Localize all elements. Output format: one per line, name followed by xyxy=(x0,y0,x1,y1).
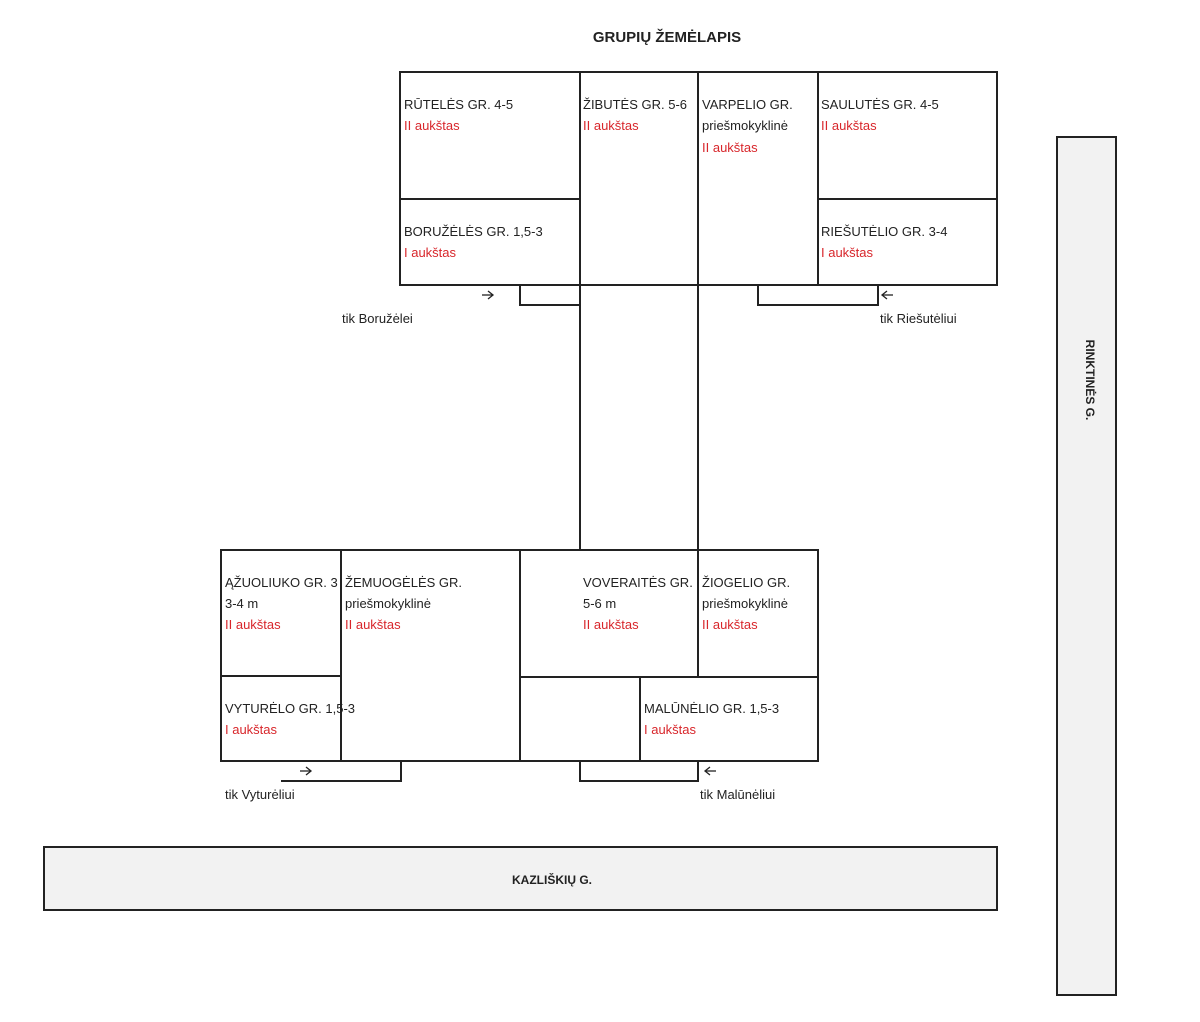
room-saulute: SAULUTĖS GR. 4-5 II aukštas xyxy=(821,97,939,133)
group-floor: II aukštas xyxy=(345,617,401,632)
entrance-label: tik Boružėlei xyxy=(342,311,413,326)
group-age: 3-4 m xyxy=(225,596,258,611)
group-name: VOVERAITĖS GR. xyxy=(583,575,693,590)
group-name: SAULUTĖS GR. 4-5 xyxy=(821,97,939,112)
group-name: BORUŽĖLĖS GR. 1,5-3 xyxy=(404,224,543,239)
group-floor: I aukštas xyxy=(644,722,697,737)
room-vyturelis: VYTURĖLO GR. 1,5-3 I aukštas xyxy=(225,701,355,737)
street-label: RINKTINĖS G. xyxy=(1083,340,1098,421)
room-varpelis: VARPELIO GR. priešmokyklinė II aukštas xyxy=(702,97,793,155)
room-riesutelis: RIEŠUTĖLIO GR. 3-4 I aukštas xyxy=(821,224,947,260)
group-age: priešmokyklinė xyxy=(702,596,788,611)
group-name: VYTURĖLO GR. 1,5-3 xyxy=(225,701,355,716)
entrance-step xyxy=(519,285,580,306)
group-age: 5-6 m xyxy=(583,596,616,611)
arrow-left-icon-head xyxy=(703,766,711,776)
room-malunelis: MALŪNĖLIO GR. 1,5-3 I aukštas xyxy=(644,701,779,737)
group-floor: II aukštas xyxy=(702,617,758,632)
entrance-label: tik Malūnėliui xyxy=(700,787,775,802)
group-name: VARPELIO GR. xyxy=(702,97,793,112)
room-voveraite: VOVERAITĖS GR. 5-6 m II aukštas xyxy=(583,575,693,632)
entrance-vyturelis: tik Vyturėliui xyxy=(225,761,402,802)
arrow-right-icon-head xyxy=(487,290,495,300)
map-title: GRUPIŲ ŽEMĖLAPIS xyxy=(593,28,741,46)
street-kazliskiu: KAZLIŠKIŲ G. xyxy=(43,846,998,911)
group-floor: I aukštas xyxy=(225,722,278,737)
group-floor: II aukštas xyxy=(583,118,639,133)
group-name: ŽEMUOGĖLĖS GR. xyxy=(345,575,462,590)
street-band xyxy=(43,846,998,911)
corridor xyxy=(579,285,699,550)
entrance-label: tik Vyturėliui xyxy=(225,787,295,802)
arrow-right-icon-head xyxy=(305,766,313,776)
group-floor: II aukštas xyxy=(225,617,281,632)
room-boruzele: BORUŽĖLĖS GR. 1,5-3 I aukštas xyxy=(404,224,543,260)
entrance-malunelis: tik Malūnėliui xyxy=(579,761,775,802)
group-name: ŽIBUTĖS GR. 5-6 xyxy=(583,97,687,112)
group-name: ŽIOGELIO GR. xyxy=(702,575,790,590)
room-zibute: ŽIBUTĖS GR. 5-6 II aukštas xyxy=(583,97,687,133)
entrance-step xyxy=(757,285,879,306)
entrance-step xyxy=(579,761,699,782)
group-name: RIEŠUTĖLIO GR. 3-4 xyxy=(821,224,947,239)
street-label: KAZLIŠKIŲ G. xyxy=(512,872,592,887)
group-floor: II aukštas xyxy=(583,617,639,632)
group-name: RŪTELĖS GR. 4-5 xyxy=(404,97,513,112)
group-floor: I aukštas xyxy=(821,245,874,260)
room-ziogelis: ŽIOGELIO GR. priešmokyklinė II aukštas xyxy=(702,575,790,632)
group-name: MALŪNĖLIO GR. 1,5-3 xyxy=(644,701,779,716)
lower-building xyxy=(220,549,819,762)
group-floor: II aukštas xyxy=(702,140,758,155)
street-rinktines: RINKTINĖS G. xyxy=(1056,136,1117,996)
entrance-boruzele: tik Boružėlei xyxy=(342,285,580,326)
room-rutele: RŪTELĖS GR. 4-5 II aukštas xyxy=(404,97,513,133)
group-floor: I aukštas xyxy=(404,245,457,260)
entrance-label: tik Riešutėliui xyxy=(880,311,957,326)
group-floor: II aukštas xyxy=(821,118,877,133)
group-name: ĄŽUOLIUKO GR. 3 xyxy=(225,575,338,590)
street-band xyxy=(1056,136,1117,996)
group-age: priešmokyklinė xyxy=(345,596,431,611)
arrow-left-icon-head xyxy=(880,290,888,300)
entrance-riesutelis: tik Riešutėliui xyxy=(757,285,957,326)
group-age: priešmokyklinė xyxy=(702,118,788,133)
room-azuoliukas: ĄŽUOLIUKO GR. 3 3-4 m II aukštas xyxy=(225,575,338,632)
room-zemuogele: ŽEMUOGĖLĖS GR. priešmokyklinė II aukštas xyxy=(345,575,462,632)
entrance-step xyxy=(281,761,402,782)
group-floor: II aukštas xyxy=(404,118,460,133)
